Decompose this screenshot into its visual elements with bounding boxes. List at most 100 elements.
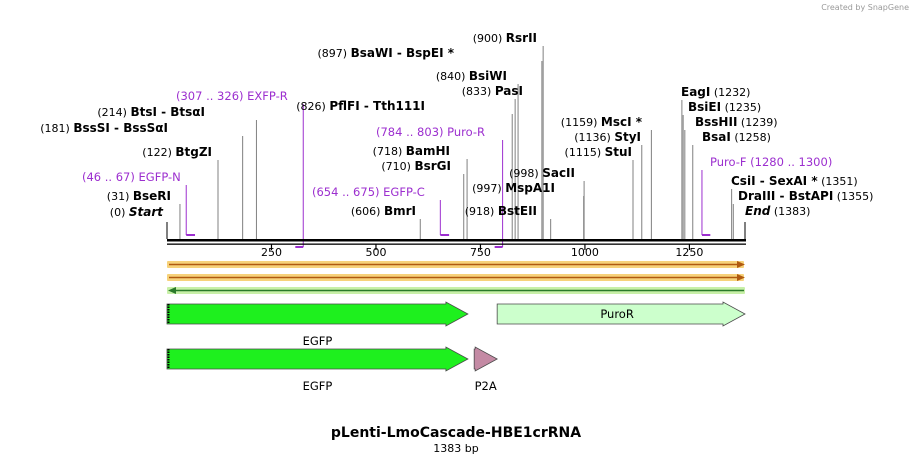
features: EGFP PuroR EGFP P2A [166, 301, 746, 393]
enzyme-position: (0) [110, 206, 129, 219]
enzyme-position: (1258) [731, 131, 771, 144]
enzyme-name: BtgZI [175, 145, 212, 159]
enzyme-position: (833) [462, 85, 495, 98]
enzyme-name: DraIII - BstAPI [738, 189, 833, 203]
enzyme-position: (710) [381, 160, 414, 173]
enzyme-label-bsteii: (918) BstEII [465, 204, 537, 218]
enzyme-name: End [745, 204, 771, 218]
feature-egfp [166, 301, 469, 327]
primer-name: EXFP-R [247, 89, 288, 103]
enzyme-label-mspa1i: (997) MspA1I [472, 181, 555, 195]
enzyme-name: BssHII [695, 115, 737, 129]
enzyme-position: (1355) [833, 190, 873, 203]
ruler-tick-label: 500 [365, 246, 386, 259]
enzyme-label-bsiei: BsiEI (1235) [688, 100, 761, 114]
enzyme-label-end: End (1383) [745, 204, 810, 218]
snapgene-credit: Created by SnapGene [821, 3, 909, 12]
primer-marks [185, 104, 711, 248]
enzyme-name: RsrII [506, 31, 537, 45]
enzyme-position: (1351) [818, 175, 858, 188]
enzyme-position: (900) [473, 32, 506, 45]
primer-labels: (46 .. 67) EGFP-N (307 .. 326) EXFP-R (654… [82, 89, 832, 199]
enzyme-label-bsssi-bsss-i: (181) BssSI - BssSαI [40, 121, 168, 135]
enzyme-label-pflfi-tth111i: (826) PflFI - Tth111I [296, 99, 425, 113]
feature-label-egfp: EGFP [303, 379, 333, 393]
feature-egfp [166, 346, 469, 372]
feature-label-p2a: P2A [475, 379, 497, 393]
map-length: 1383 bp [433, 442, 478, 455]
primer-name: EGFP-N [139, 170, 181, 184]
enzyme-position: (1235) [721, 101, 761, 114]
primer-label-puro-f: Puro-F (1280 .. 1300) [710, 155, 832, 169]
enzyme-position: (181) [40, 122, 73, 135]
enzyme-name: StyI [614, 130, 641, 144]
enzyme-position: (998) [509, 167, 542, 180]
enzyme-label-btsi-bts-i: (214) BtsI - BtsαI [97, 105, 205, 119]
enzyme-name: BsaI [702, 130, 731, 144]
enzyme-position: (826) [296, 100, 329, 113]
enzyme-position: (1383) [770, 205, 810, 218]
feature-p2a [473, 346, 499, 372]
primer-name: EGFP-C [383, 185, 425, 199]
enzyme-position: (1159) [561, 116, 601, 129]
enzyme-position: (1232) [710, 86, 750, 99]
enzyme-name: BamHI [406, 144, 450, 158]
ruler-tick-label: 250 [261, 246, 282, 259]
enzyme-name: Start [129, 205, 164, 219]
orange-strand-2 [167, 274, 745, 281]
enzyme-name: BsiEI [688, 100, 721, 114]
enzyme-label-msci: (1159) MscI * [561, 115, 643, 129]
enzyme-name: PasI [495, 84, 523, 98]
enzyme-label-eagi: EagI (1232) [681, 85, 750, 99]
enzyme-name: BmrI [384, 204, 416, 218]
primer-label-puro-r: (784 .. 803) Puro-R [376, 125, 485, 139]
primer-label-egfp-c: (654 .. 675) EGFP-C [312, 185, 425, 199]
enzyme-label-styi: (1136) StyI [574, 130, 641, 144]
feature-label-egfp: EGFP [303, 334, 333, 348]
feature-label-puror: PuroR [600, 307, 634, 321]
enzyme-label-bsai: BsaI (1258) [702, 130, 771, 144]
enzyme-position: (997) [472, 182, 505, 195]
enzyme-name: BstEII [498, 204, 537, 218]
enzyme-position: (1115) [565, 146, 605, 159]
enzyme-position: (214) [97, 106, 130, 119]
enzyme-name: BsiWI [469, 69, 507, 83]
enzyme-name: BsaWI - BspEI * [351, 46, 455, 60]
ruler-tick-label: 750 [470, 246, 491, 259]
primer-name: Puro-F [710, 155, 747, 169]
primer-range: (307 .. 326) [176, 89, 247, 103]
enzyme-label-btgzi: (122) BtgZI [142, 145, 212, 159]
enzyme-label-rsrii: (900) RsrII [473, 31, 537, 45]
enzyme-label-bsshii: BssHII (1239) [695, 115, 777, 129]
enzyme-position: (1136) [574, 131, 614, 144]
green-strand [167, 287, 745, 294]
enzyme-label-bmri: (606) BmrI [351, 204, 416, 218]
enzyme-label-bseri: (31) BseRI [107, 189, 171, 203]
enzyme-label-draiii-bstapi: DraIII - BstAPI (1355) [738, 189, 873, 203]
primer-name: Puro-R [447, 125, 485, 139]
primer-range: (784 .. 803) [376, 125, 447, 139]
ruler-tick-label: 1250 [675, 246, 703, 259]
primer-label-egfp-n: (46 .. 67) EGFP-N [82, 170, 181, 184]
orange-strand-1 [167, 261, 745, 268]
primer-range: (654 .. 675) [312, 185, 383, 199]
enzyme-label-pasi: (833) PasI [462, 84, 523, 98]
enzyme-name: StuI [605, 145, 632, 159]
enzyme-label-bamhi: (718) BamHI [373, 144, 450, 158]
enzyme-name: BssSI - BssSαI [73, 121, 168, 135]
enzyme-position: (122) [142, 146, 175, 159]
enzyme-label-bsawi-bspei: (897) BsaWI - BspEI * [318, 46, 455, 60]
primer-range: (1280 .. 1300) [747, 155, 833, 169]
map-title: pLenti-LmoCascade-HBE1crRNA [331, 425, 581, 441]
enzyme-label-bsrgi: (710) BsrGI [381, 159, 451, 173]
enzyme-label-sacii: (998) SacII [509, 166, 575, 180]
enzyme-name: EagI [681, 85, 710, 99]
enzyme-label-csii-sexai: CsiI - SexAI * (1351) [731, 174, 858, 188]
enzyme-label-stui: (1115) StuI [565, 145, 632, 159]
enzyme-name: MscI * [601, 115, 643, 129]
enzyme-position: (1239) [737, 116, 777, 129]
enzyme-position: (31) [107, 190, 133, 203]
primer-range: (46 .. 67) [82, 170, 139, 184]
